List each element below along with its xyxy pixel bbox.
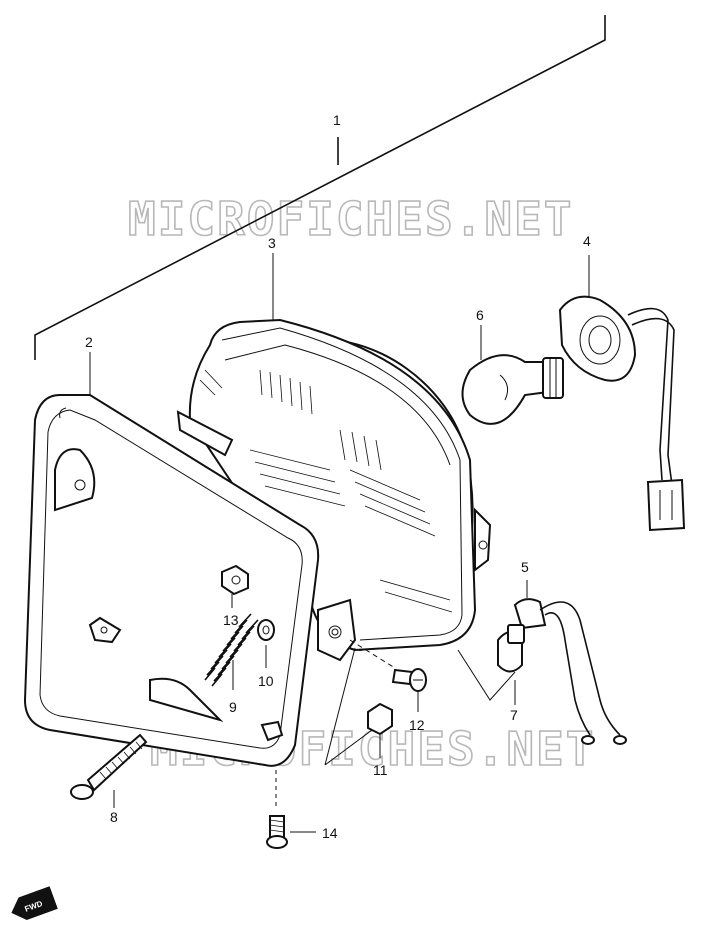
callout-13: 13 [223, 612, 239, 628]
callout-9: 9 [229, 699, 237, 715]
callout-14: 14 [322, 825, 338, 841]
callout-5: 5 [521, 559, 529, 575]
socket-5 [513, 580, 627, 745]
screw-8 [70, 733, 148, 800]
callout-12: 12 [409, 717, 425, 733]
watermark-top: MICROFICHES.NET [128, 192, 573, 246]
nut-13 [221, 564, 249, 608]
callout-6: 6 [476, 307, 484, 323]
screw-12 [349, 639, 427, 712]
callout-1: 1 [333, 112, 341, 128]
washer-10 [257, 619, 275, 668]
spring-9 [204, 613, 259, 690]
callout-2: 2 [85, 334, 93, 350]
bulb-6 [461, 325, 564, 425]
callout-7: 7 [510, 707, 518, 723]
callout-8: 8 [110, 809, 118, 825]
fwd-arrow-badge: FWD [11, 886, 58, 921]
assembly-bracket [34, 15, 606, 360]
socket-4 [558, 255, 686, 532]
callout-3: 3 [268, 235, 276, 251]
headlamp-unit [176, 318, 492, 652]
headlamp-rim [23, 394, 357, 767]
callout-10: 10 [258, 673, 274, 689]
bulb-7 [457, 624, 525, 705]
nut-11 [324, 647, 393, 766]
callout-4: 4 [583, 233, 591, 249]
callout-11: 11 [373, 762, 388, 778]
screw-14 [266, 770, 316, 849]
